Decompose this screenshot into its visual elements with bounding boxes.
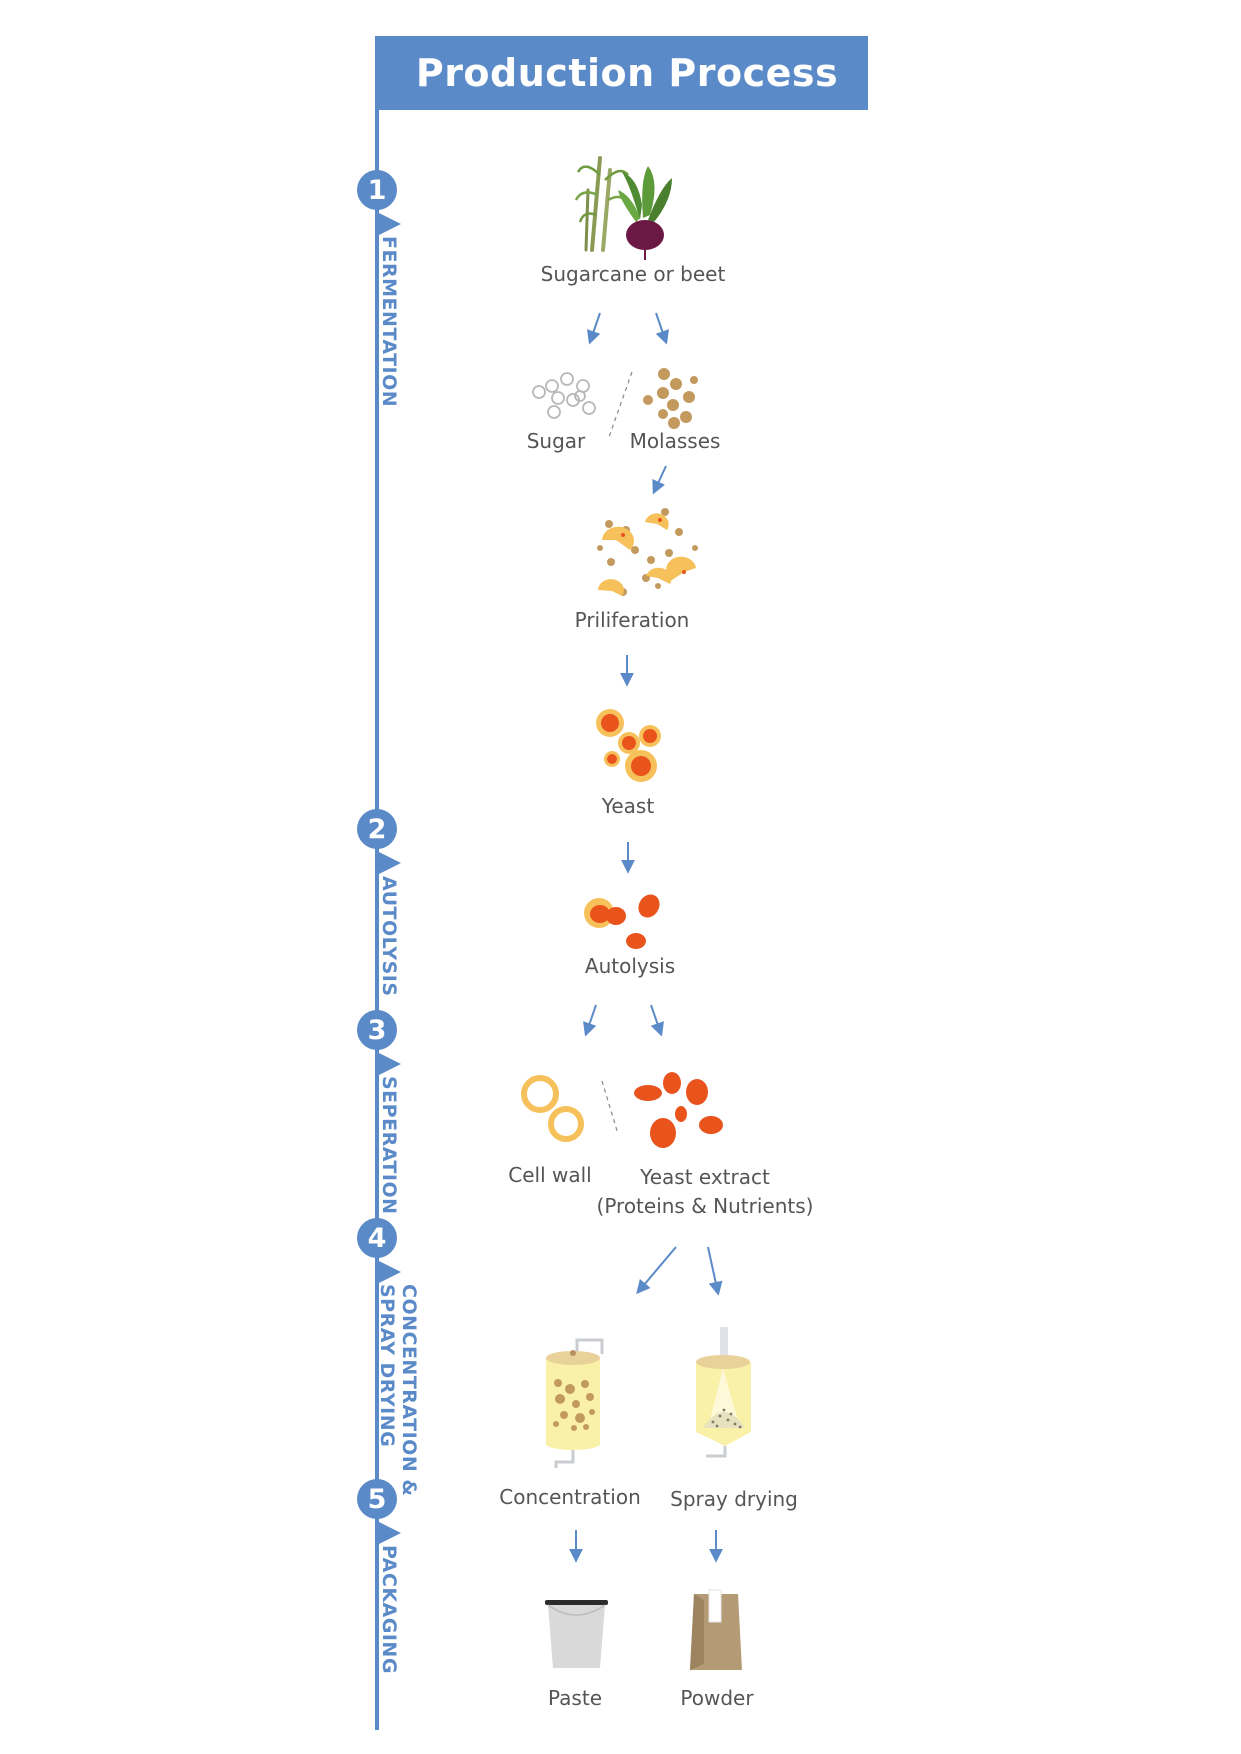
stage-autolysis: Autolysis [584, 954, 676, 978]
step-2-pointer [379, 852, 401, 874]
yeast-extract-icon [634, 1072, 723, 1148]
proliferation-icon [597, 508, 698, 596]
beet-icon [618, 166, 672, 260]
stage-concentration: Concentration [499, 1485, 641, 1509]
spray-dryer-icon [696, 1327, 751, 1458]
step-2-badge: 2 [357, 809, 397, 849]
timeline-line [375, 36, 379, 1730]
step-5-pointer [379, 1522, 401, 1544]
stage-powder: Powder [680, 1686, 754, 1710]
arrow-to-proliferation [652, 465, 667, 495]
yeast-cells-icon [596, 709, 661, 782]
divider-sugar-molasses [608, 371, 633, 438]
powder-bag-icon [690, 1589, 742, 1670]
stage-molasses: Molasses [629, 429, 721, 453]
stage-yeast-extract: Yeast extract [640, 1165, 770, 1189]
molasses-icon [643, 368, 698, 429]
step-4-label-line2: SPRAY DRYING [376, 1284, 398, 1448]
step-4-label-line1: CONCENTRATION & [398, 1284, 420, 1497]
step-4-badge: 4 [357, 1218, 397, 1258]
step-3-label: SEPERATION [378, 1076, 400, 1215]
divider-cell-wall-extract [601, 1080, 619, 1135]
paste-bucket-icon [545, 1600, 608, 1668]
header-banner: Production Process [376, 36, 868, 110]
arrow-to-spray-drying [707, 1246, 723, 1296]
autolysis-icon [584, 894, 660, 949]
stage-sugar: Sugar [526, 429, 586, 453]
step-3-badge: 3 [357, 1010, 397, 1050]
stage-paste: Paste [548, 1686, 602, 1710]
cell-wall-icon [521, 1075, 584, 1142]
step-3-pointer [379, 1053, 401, 1075]
stage-raw-material: Sugarcane or beet [540, 262, 726, 286]
step-1-pointer [379, 213, 401, 235]
arrow-to-yeast-extract [650, 1004, 664, 1037]
stage-cell-wall: Cell wall [508, 1163, 592, 1187]
page-title: Production Process [415, 51, 839, 95]
arrow-to-cell-wall [583, 1004, 597, 1037]
stage-yeast: Yeast [601, 794, 655, 818]
step-1-badge: 1 [357, 170, 397, 210]
step-1-label: FERMENTATION [378, 236, 400, 408]
arrow-to-molasses [655, 312, 669, 345]
step-5-label: PACKAGING [378, 1545, 400, 1674]
stage-spray-drying: Spray drying [670, 1487, 798, 1511]
arrow-to-concentration [636, 1246, 677, 1295]
sugarcane-icon [574, 156, 632, 252]
stage-yeast-extract-detail: (Proteins & Nutrients) [596, 1194, 814, 1218]
step-2-label: AUTOLYSIS [378, 876, 400, 997]
arrow-to-sugar [587, 312, 601, 345]
stage-proliferation: Priliferation [574, 608, 690, 632]
sugar-icon [532, 372, 596, 419]
concentration-tank-icon [546, 1338, 604, 1468]
step-5-badge: 5 [357, 1479, 397, 1519]
step-4-pointer [379, 1261, 401, 1283]
